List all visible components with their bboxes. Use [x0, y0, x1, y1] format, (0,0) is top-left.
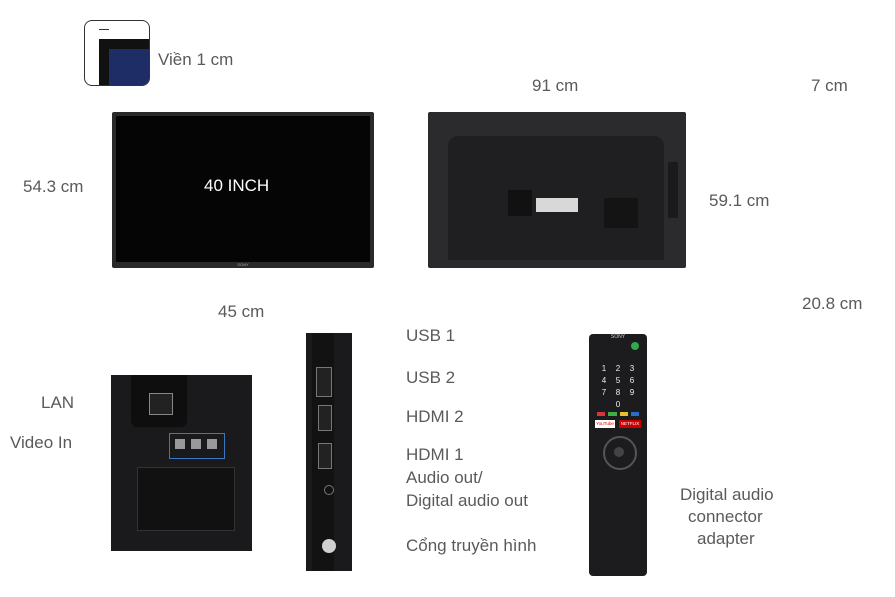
usb1-label: USB 1	[406, 326, 456, 345]
rating-label	[137, 467, 235, 531]
remote-key-4: 4	[601, 376, 607, 385]
remote-green-button	[631, 342, 639, 350]
remote-youtube-button: YouTube	[595, 420, 615, 428]
remote-key-2: 2	[615, 364, 621, 373]
remote-key-3: 3	[629, 364, 635, 373]
front-height-label: 54.3 cm	[23, 177, 84, 196]
remote-key-7: 7	[601, 388, 607, 397]
remote-key-6: 6	[629, 376, 635, 385]
remote-key-9: 9	[629, 388, 635, 397]
remote-color-buttons	[597, 412, 639, 416]
remote-keypad: 1 2 3 4 5 6 7 8 9 0	[597, 364, 639, 409]
tv-back	[428, 112, 686, 268]
lan-port	[149, 393, 173, 415]
hdmi2-label: HDMI 2	[406, 407, 464, 426]
adapter-label-1: Digital audio	[680, 485, 774, 504]
bezel-label: Viền 1 cm	[158, 50, 234, 69]
bezel-inset	[84, 20, 150, 86]
hdmi-2-port	[318, 405, 332, 431]
stand-width-label: 45 cm	[218, 302, 265, 321]
remote-key-8: 8	[615, 388, 621, 397]
lan-label: LAN	[41, 393, 75, 412]
audio-out-label-2: Digital audio out	[406, 491, 528, 510]
hdmi-1-port	[318, 443, 332, 469]
screen-size-label: 40 INCH	[204, 176, 270, 195]
remote-control: 1 2 3 4 5 6 7 8 9 0 YouTube NETFLIX SONY	[589, 334, 647, 576]
remote-key-5: 5	[615, 376, 621, 385]
audio-out-port	[324, 485, 334, 495]
hdmi1-label: HDMI 1	[406, 445, 464, 464]
video-in-label: Video In	[10, 433, 73, 452]
usb-ports	[316, 367, 332, 397]
side-port-panel	[306, 333, 352, 571]
video-in-ports	[169, 433, 225, 459]
usb2-label: USB 2	[406, 368, 456, 387]
adapter-label-3: adapter	[697, 529, 755, 548]
audio-out-label-1: Audio out/	[406, 468, 483, 487]
rear-port-panel	[111, 375, 252, 551]
antenna-label: Cổng truyền hình	[406, 536, 537, 555]
tv-front-logo: SONY	[237, 262, 249, 267]
back-height-label: 59.1 cm	[709, 191, 770, 210]
remote-dpad	[603, 436, 637, 470]
back-width-label: 91 cm	[532, 76, 579, 95]
depth-base-label: 20.8 cm	[802, 294, 863, 313]
antenna-port	[322, 539, 336, 553]
remote-key-1: 1	[601, 364, 607, 373]
remote-netflix-button: NETFLIX	[619, 420, 641, 428]
depth-top-label: 7 cm	[811, 76, 848, 95]
adapter-label-2: connector	[688, 507, 763, 526]
remote-key-0: 0	[615, 400, 621, 409]
remote-brand: SONY	[610, 334, 626, 340]
